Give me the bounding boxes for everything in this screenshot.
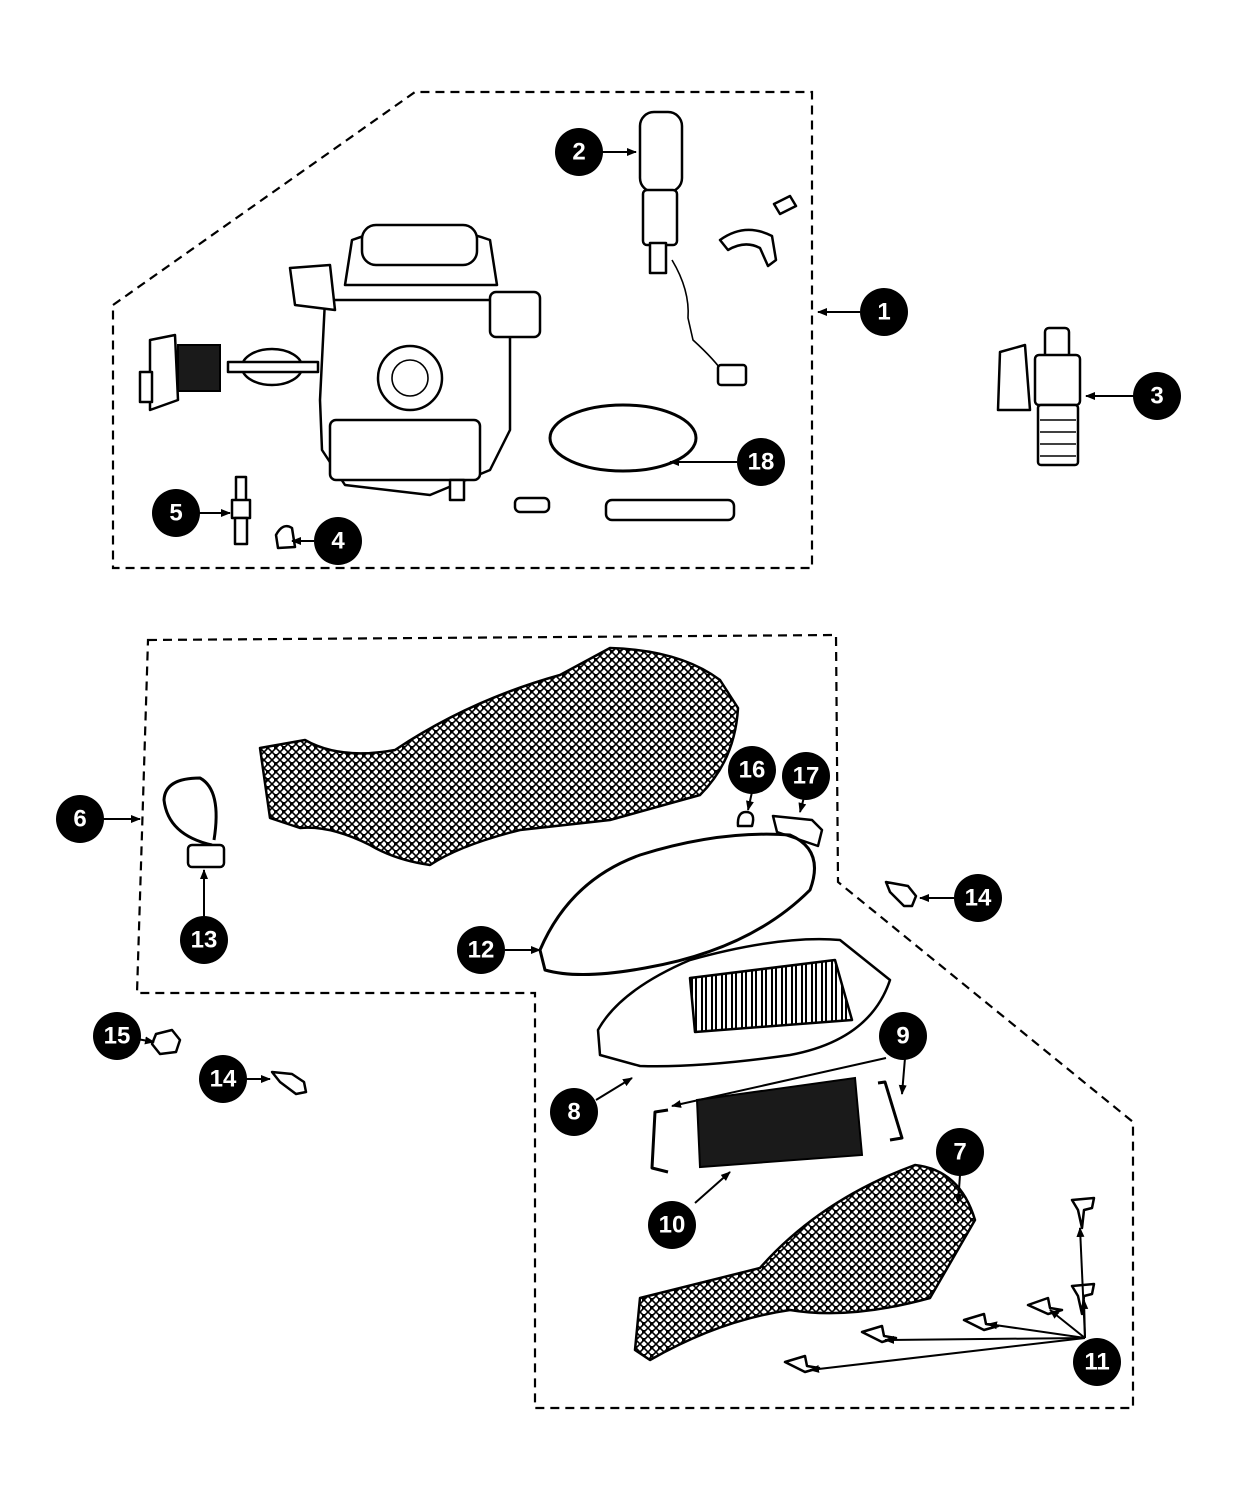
callout-17: 17 (782, 752, 830, 800)
carburetor-group-border (111, 90, 814, 570)
gasket-part (538, 832, 816, 977)
callout-3: 3 (1133, 372, 1181, 420)
airbox-housing-part (258, 646, 740, 867)
bracket-part (718, 228, 778, 268)
screw-part (772, 194, 798, 216)
callout-7-label: 7 (953, 1139, 966, 1166)
auto-choke-part (638, 110, 748, 387)
callout-2-label: 2 (572, 139, 585, 166)
filter-sponge-part (695, 1076, 864, 1169)
filter-element-part (688, 958, 854, 1034)
callout-1: 1 (860, 288, 908, 336)
airbox-group-border (135, 633, 1135, 1410)
screw-14-lower-part (270, 1070, 308, 1096)
callout-4-label: 4 (331, 528, 345, 555)
tube-large-part (604, 498, 736, 522)
callout-16: 16 (728, 746, 776, 794)
filter-frame-right-part (877, 1080, 904, 1142)
filter-frame-left-part (650, 1108, 669, 1174)
callout-7: 7 (936, 1128, 984, 1176)
tube-small-part (513, 496, 551, 514)
plug-part (771, 814, 824, 848)
callout-3-label: 3 (1150, 383, 1163, 410)
callout-6: 6 (56, 795, 104, 843)
callout-14-lower-label: 14 (210, 1066, 237, 1093)
callout-8-label: 8 (567, 1099, 580, 1126)
callout-8: 8 (550, 1088, 598, 1136)
callout-15: 15 (93, 1012, 141, 1060)
callout-10: 10 (648, 1201, 696, 1249)
o-ring-part (548, 403, 698, 473)
callout-12-label: 12 (468, 937, 495, 964)
callout-16-label: 16 (739, 757, 766, 784)
callout-11: 11 (1073, 1338, 1121, 1386)
callout-9: 9 (879, 1012, 927, 1060)
callout-5-label: 5 (169, 500, 182, 527)
callout-2: 2 (555, 128, 603, 176)
cap-nut-part (274, 524, 297, 550)
callout-15-label: 15 (104, 1023, 131, 1050)
callout-14-upper-label: 14 (965, 885, 992, 912)
callout-17-label: 17 (793, 763, 820, 790)
callout-14-upper: 14 (954, 874, 1002, 922)
callout-11-label: 11 (1084, 1349, 1109, 1376)
callout-6-label: 6 (73, 806, 86, 833)
callout-5: 5 (152, 489, 200, 537)
callout-14-lower: 14 (199, 1055, 247, 1103)
nut-part (150, 1028, 182, 1056)
carburetor-part (138, 223, 542, 502)
throttle-sensor-part (996, 326, 1082, 467)
callout-13-label: 13 (191, 927, 218, 954)
callout-18-label: 18 (748, 449, 775, 476)
leader-lines (103, 148, 1134, 1373)
airbox-cover-part (633, 1163, 977, 1362)
clamp-screw-part (186, 843, 226, 869)
callout-12: 12 (457, 926, 505, 974)
screw-14-upper-part (884, 880, 918, 908)
callout-10-label: 10 (659, 1212, 686, 1239)
callout-1-label: 1 (877, 299, 890, 326)
jet-part (230, 475, 252, 546)
hose-clamp-part (162, 776, 218, 847)
callout-9-label: 9 (896, 1023, 909, 1050)
clip-part (736, 810, 755, 828)
callout-4: 4 (314, 517, 362, 565)
callout-18: 18 (737, 438, 785, 486)
callout-13: 13 (180, 916, 228, 964)
